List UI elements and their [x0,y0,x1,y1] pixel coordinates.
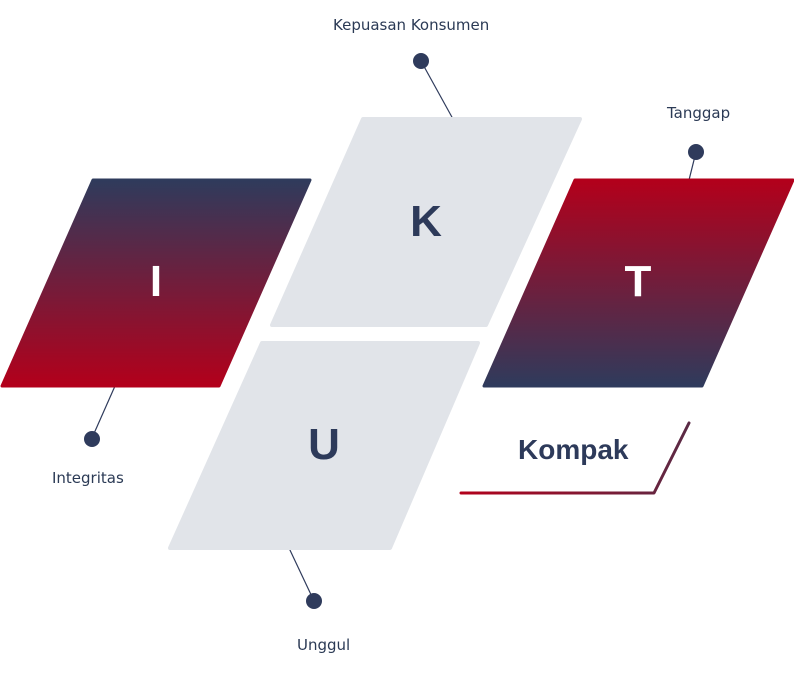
label-kompak: Kompak [518,434,629,465]
label-tanggap: Tanggap [667,104,731,122]
panel-k [270,117,582,327]
connector-line-kepuasan [420,60,454,120]
connector-line-unggul [288,547,315,602]
connector-line-integritas [91,385,116,439]
panel-t [482,178,794,388]
dot-tanggap [688,144,704,160]
dot-integritas [84,431,100,447]
panel-u [168,341,480,550]
dot-unggul [306,593,322,609]
letter-k: K [410,197,442,246]
label-unggul: Unggul [297,636,351,654]
letter-u: U [308,420,340,469]
letter-t: T [624,257,652,306]
label-kepuasan-konsumen: Kepuasan Konsumen [333,16,490,34]
panel-i [0,178,312,388]
kompak-underline [459,421,691,495]
letter-i: I [149,257,163,306]
dot-kepuasan [413,53,429,69]
label-integritas: Integritas [52,469,124,487]
